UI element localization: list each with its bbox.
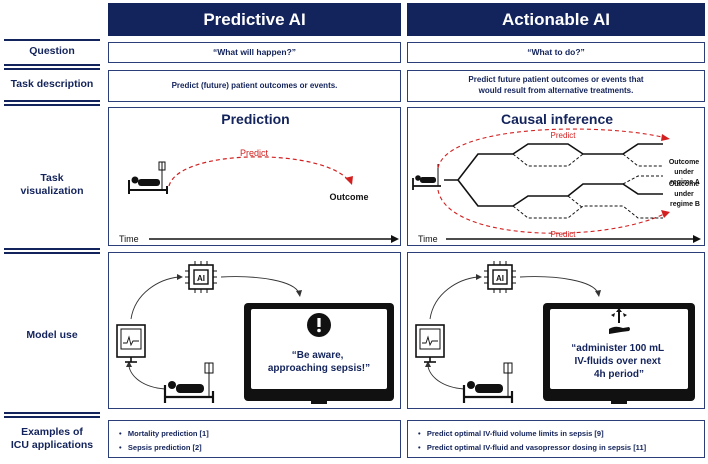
exclamation-icon xyxy=(307,313,331,337)
predict-arc-top-head xyxy=(661,134,670,141)
vital-monitor-icon xyxy=(116,324,146,363)
time-label: Time xyxy=(119,234,139,244)
row-label-tv-line1: Task xyxy=(40,171,64,184)
ai-chip-label: AI xyxy=(197,274,205,283)
ai-chip-icon xyxy=(185,261,217,293)
question-predictive-text: “What will happen?” xyxy=(212,46,297,57)
arrow-patient-to-monitor xyxy=(128,364,166,390)
examples-predictive-box: • Mortality prediction [1] • Sepsis pred… xyxy=(108,420,401,458)
viz-actionable-svg: Predict Predict Outcome under regime A O… xyxy=(412,128,701,244)
row-label-task-description-text: Task description xyxy=(10,78,94,91)
viz-actionable-title: Causal inference xyxy=(500,111,614,127)
task-desc-actionable-line1: Predict future patient outcomes or event… xyxy=(468,75,644,85)
arrow-ai-to-screen xyxy=(519,276,599,294)
arrow-ai-to-screen xyxy=(220,276,300,294)
row-rule xyxy=(4,100,100,102)
viz-predictive-title: Prediction xyxy=(221,111,290,127)
branch-tree-dashed xyxy=(512,153,663,219)
model-use-predictive-svg: AI xyxy=(116,261,394,404)
row-label-ex-line1: Examples of xyxy=(21,425,83,438)
header-predictive-ai: Predictive AI xyxy=(108,3,401,36)
row-label-ex-line2: ICU applications xyxy=(10,439,94,451)
row-label-model-use: Model use xyxy=(4,326,100,346)
row-label-question: Question xyxy=(4,42,100,62)
viz-predictive-svg: Predict Outcome Time xyxy=(119,148,399,244)
row-rule xyxy=(4,248,100,250)
predict-label: Predict xyxy=(240,148,269,158)
task-desc-actionable-box: Predict future patient outcomes or event… xyxy=(407,70,705,102)
task-desc-predictive-box: Predict (future) patient outcomes or eve… xyxy=(108,70,401,102)
row-label-question-text: Question xyxy=(29,45,75,58)
viz-predictive-box: Prediction Predict Outcome Time xyxy=(108,107,401,246)
question-actionable-text: “What to do?” xyxy=(527,46,585,57)
example-item: • Sepsis prediction [2] xyxy=(119,443,202,452)
row-rule xyxy=(4,68,100,70)
row-rule xyxy=(4,412,100,414)
question-actionable-box: “What to do?” xyxy=(407,42,705,63)
model-use-actionable-box: AI xyxy=(407,252,705,409)
alert-screen-icon xyxy=(244,303,394,404)
time-axis-arrowhead xyxy=(391,235,399,243)
predict-bottom-label: Predict xyxy=(551,230,577,239)
branch-tree xyxy=(444,143,663,207)
time-label: Time xyxy=(418,234,438,244)
examples-actionable-box: • Predict optimal IV-fluid volume limits… xyxy=(407,420,705,458)
row-label-task-visualization: Task visualization xyxy=(4,170,100,200)
example-item: • Predict optimal IV-fluid and vasopress… xyxy=(418,443,647,452)
outcome-a-label: Outcome under regime A xyxy=(669,159,701,186)
ai-chip-label: AI xyxy=(496,274,504,283)
arrow-patient-to-monitor xyxy=(427,364,465,390)
arrow-monitor-to-ai xyxy=(130,276,180,320)
patient-bed-icon xyxy=(462,362,514,403)
row-label-tv-line2: visualization xyxy=(20,185,84,197)
row-rule xyxy=(4,252,100,254)
recommendation-screen-icon xyxy=(543,303,695,404)
model-use-actionable-svg: AI xyxy=(415,261,695,404)
header-actionable-ai: Actionable AI xyxy=(407,3,705,36)
question-predictive-box: “What will happen?” xyxy=(108,42,401,63)
patient-bed-icon xyxy=(163,362,215,403)
patient-bed-icon xyxy=(412,164,441,190)
predict-arc-bottom xyxy=(437,189,667,234)
header-predictive-label: Predictive AI xyxy=(203,9,306,29)
example-item: • Predict optimal IV-fluid volume limits… xyxy=(418,429,604,438)
example-item: • Mortality prediction [1] xyxy=(119,429,209,438)
arrow-monitor-to-ai xyxy=(429,276,479,320)
header-actionable-label: Actionable AI xyxy=(502,9,610,29)
row-rule xyxy=(4,64,100,66)
outcome-label: Outcome xyxy=(329,192,368,202)
predict-arc-bottom-head xyxy=(661,210,670,218)
vital-monitor-icon xyxy=(415,324,445,363)
row-rule xyxy=(4,416,100,418)
row-label-task-description: Task description xyxy=(4,72,100,98)
time-axis-arrowhead xyxy=(693,235,701,243)
task-desc-predictive-text: Predict (future) patient outcomes or eve… xyxy=(171,80,338,90)
predictive-message: “Be aware, approaching sepsis!” xyxy=(268,350,370,374)
model-use-predictive-box: AI xyxy=(108,252,401,409)
predict-arrow xyxy=(168,156,350,187)
row-label-examples: Examples of ICU applications xyxy=(4,421,100,457)
row-rule xyxy=(4,104,100,106)
predict-arc-top xyxy=(437,128,667,169)
hand-with-arrows-icon xyxy=(609,308,630,334)
predict-arrowhead xyxy=(345,176,353,185)
viz-actionable-box: Causal inference Predict Predict xyxy=(407,107,705,246)
outcome-b-label: Outcome under regime B xyxy=(669,181,701,208)
actionable-message: “administer 100 mL IV-fluids over next 4… xyxy=(571,343,666,380)
row-label-model-use-text: Model use xyxy=(26,329,78,342)
predict-top-label: Predict xyxy=(551,131,577,140)
ai-chip-icon xyxy=(484,261,516,293)
row-rule xyxy=(4,39,100,41)
patient-bed-icon xyxy=(128,161,168,194)
task-desc-actionable-line2: would result from alternative treatments… xyxy=(478,86,634,95)
